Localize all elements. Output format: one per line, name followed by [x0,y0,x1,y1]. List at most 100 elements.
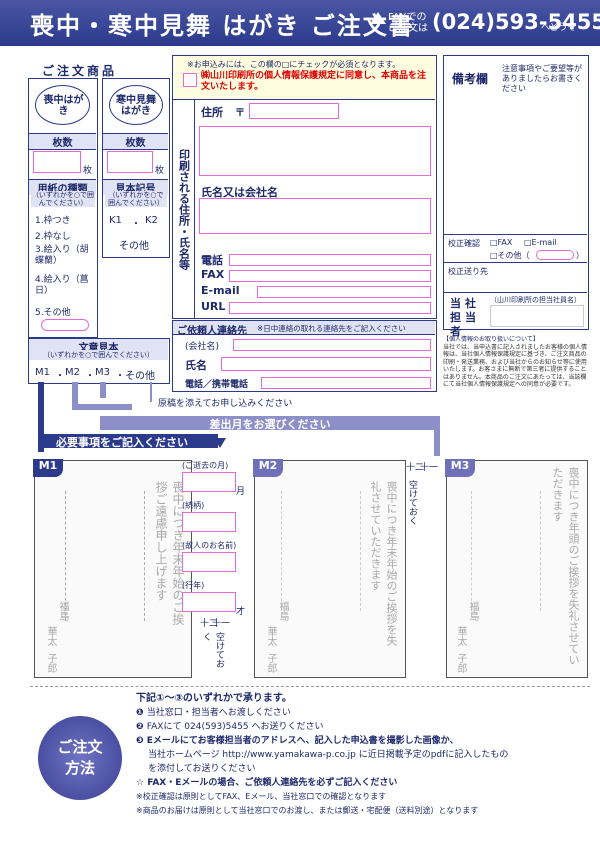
bunsho-m1[interactable]: M1 [35,367,50,378]
contact-note: ※日中連絡の取れる連絡先をご記入ください [257,324,406,333]
paper-type-5[interactable]: 5.その他 [35,308,71,318]
mochu-circle[interactable] [35,85,90,125]
m1-badge: M1 [33,459,63,477]
m3-sig-1: 福島 [467,601,478,621]
sample-k1[interactable]: K1 [109,215,122,226]
method-item-3b: 当社ホームページ http://www.yamakawa-p.co.jp に近日… [148,750,509,760]
sample-other[interactable]: その他 [119,241,149,252]
method-note-2: ※商品のお届けは原則として当社窓口でのお渡し、または郵送・宅配便（送料別途）とな… [136,806,479,815]
field-relation-input[interactable] [182,512,236,532]
m2-dates: 十二 十一 空けておく [404,458,444,538]
bunsho-m3[interactable]: M3 [95,367,110,378]
phone-arrow-icon [370,12,386,24]
contact-header: ご依頼人連絡先 ※日中連絡の取れる連絡先をご記入ください [173,321,435,337]
m1-body-text: 喪中につき年末年始のご挨拶ご遠慮申し上げます [154,481,185,625]
tel-input[interactable] [229,254,431,266]
m1-date-12[interactable]: 十二 [200,619,219,629]
contact-name-input[interactable] [221,357,431,371]
sample-card-m1: M1 喪中につき年末年始のご挨拶ご遠慮申し上げます 福島 華太 子郎 [33,459,192,678]
bunsho-note: （いずれかを○で囲んでください） [29,350,168,360]
remarks-textarea[interactable] [444,98,587,234]
contact-company-input[interactable] [233,339,431,351]
kanchu-quantity-input[interactable] [107,151,153,173]
contact-phone-input[interactable] [261,377,431,389]
m2-sig-3: 子郎 [265,653,276,673]
field-age-input[interactable] [182,592,236,612]
mochu-label: 喪中はがき [43,95,84,117]
fax-suffix: へどうぞ [541,23,577,33]
sample-k2[interactable]: K2 [145,215,158,226]
flow-line-left [38,382,44,452]
genko-text: 原稿を添えてお申し込みください [158,399,293,409]
privacy-title: 【個人情報のお取り扱いについて】 [443,336,539,343]
agreement-text: ㈱山川印刷所の個人情報保護規定に同意し、本商品を注文いたします。 [201,71,427,92]
send-to-label: 校正送り先 [448,267,488,276]
m2-body-text: 喪中につき年末年始のご挨拶を失礼させていただきます [369,481,398,646]
remarks-section: 備考欄 注意事項やご要望等がありましたらお書きください 校正確認 □FAX □E… [443,55,589,338]
m2-date-12[interactable]: 十二 [406,463,425,473]
kanchu-circle[interactable] [109,85,163,125]
field-month-input[interactable] [182,472,236,492]
sashidashi-text: 差出月をお選びください [209,418,331,431]
name-input[interactable] [199,198,431,234]
send-to-row: 校正送り先 [444,262,587,292]
tel-label: 電話 [201,254,223,267]
method-intro: 下記①～③のいずれかで承ります。 [136,693,292,704]
sashidashi-bar: 差出月をお選びください [100,416,440,431]
bunsho-m2[interactable]: M2 [65,367,80,378]
staff-input[interactable] [490,305,584,327]
mochu-mai-unit: 枚 [83,166,93,176]
contact-title: ご依頼人連絡先 [177,326,247,337]
url-input[interactable] [229,302,431,314]
m1-sig-2: 華太 [45,626,56,646]
staff-label: 当社担当者 [450,297,480,338]
check-email[interactable]: □E-mail [524,238,557,247]
method-badge-line2: 方法 [64,759,95,777]
contact-phone-label: 電話／携帯電話 [185,380,249,390]
check-other[interactable]: □その他（ [490,251,530,260]
paper-type-4[interactable]: 4.絵入り（菖日） [35,275,89,296]
m2-date-11[interactable]: 十一 [420,463,439,473]
jusho-label: 住所 [201,106,223,119]
kanchu-mai-unit: 枚 [155,166,165,176]
field-month-label: (ご逝去の月) [182,461,229,470]
m1-leave-blank: 空けておく [201,632,224,668]
mochu-section: 喪中はがき 枚数 枚 用紙の種類 （いずれかを○で囲んでください） 1.枠つき … [28,78,98,338]
bunsho-dot-2: ・ [85,371,95,382]
m1-guide-lines [65,491,145,621]
bunsho-other[interactable]: その他 [125,371,155,382]
paper-type-other-input[interactable] [41,319,89,331]
flow-line-m2 [72,382,78,406]
field-deceased-input[interactable] [182,552,236,572]
kanchu-label: 寒中見舞はがき [116,95,156,117]
m2-sig-2: 華太 [265,626,276,646]
m2-sig-1: 福島 [277,601,288,621]
paper-type-3[interactable]: 3.絵入り（胡蝶蘭） [35,245,89,266]
m1-sig-3: 子郎 [45,653,56,673]
paper-type-1[interactable]: 1.枠つき [35,216,71,226]
check-fax[interactable]: □FAX [490,238,513,247]
method-item-1: ❶ 当社窓口・担当者へお渡しください [136,708,291,718]
postal-mark: 〒 [235,108,245,119]
method-item-2: ❷ FAXにて 024(593)5455 へお送りください [136,722,324,732]
check-other-input[interactable] [536,250,574,260]
mochu-quantity-input[interactable] [33,151,81,173]
shimei-label: 氏名又は会社名 [201,186,278,199]
postal-input[interactable] [249,103,339,119]
products-title: ご注文商品 [42,64,118,78]
kanchu-maisu-label: 枚数 [103,133,168,150]
m1-date-11[interactable]: 十一 [212,619,231,629]
fax-input[interactable] [229,270,431,282]
m3-guide-lines [471,491,541,611]
kanchu-section: 寒中見舞はがき 枚数 枚 見本記号 （いずれかを○で囲んでください） K1 ・ … [102,78,170,258]
m2-leave-blank: 空けておく [407,480,417,525]
remarks-title: 備考欄 [452,72,489,86]
form-title: 喪中・寒中見舞 はがき ご注文書 [30,12,415,40]
contact-section: ご依頼人連絡先 ※日中連絡の取れる連絡先をご記入ください (会社名) 氏名 電話… [172,320,437,392]
agreement-checkbox[interactable] [183,73,197,87]
address-input[interactable] [199,126,431,176]
paper-type-2[interactable]: 2.枠なし [35,232,71,242]
mochu-maisu-label: 枚数 [29,133,96,150]
email-input[interactable] [257,286,431,298]
field-deceased-label: (故人のお名前) [182,541,237,550]
